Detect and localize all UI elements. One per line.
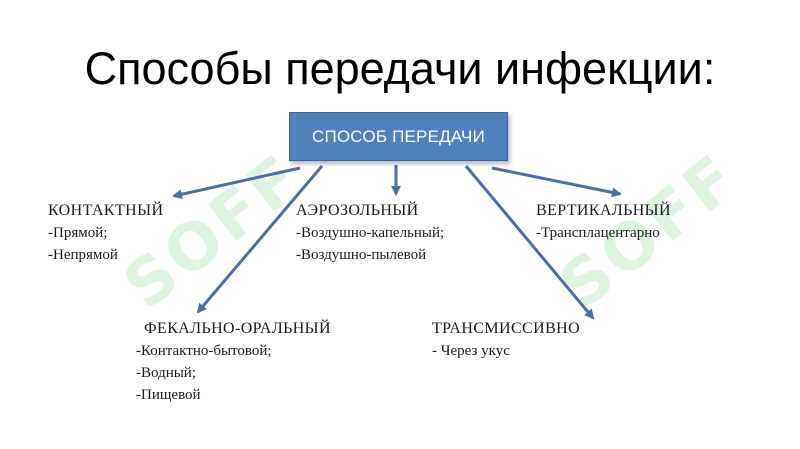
root-node-label: СПОСОБ ПЕРЕДАЧИ xyxy=(311,126,486,146)
branch-heading: ФЕКАЛЬНО-ОРАЛЬНЫЙ xyxy=(144,320,331,337)
branch-heading: ВЕРТИКАЛЬНЫЙ xyxy=(536,202,671,219)
branch-contact: КОНТАКТНЫЙ -Прямой; -Непрямой xyxy=(48,200,163,266)
branch-aerosol: АЭРОЗОЛЬНЫЙ -Воздушно-капельный; -Воздуш… xyxy=(296,200,444,266)
branch-item: -Воздушно-капельный; xyxy=(296,225,445,241)
branch-heading: КОНТАКТНЫЙ xyxy=(48,202,164,219)
branch-heading: ТРАНСМИССИВНО xyxy=(432,320,581,337)
branch-item: -Трансплацентарно xyxy=(536,225,660,241)
branch-vertical: ВЕРТИКАЛЬНЫЙ -Трансплацентарно xyxy=(536,200,671,244)
branch-item: -Воздушно-пылевой xyxy=(296,247,427,263)
branch-item: -Непрямой xyxy=(48,247,118,263)
branch-item: -Пищевой xyxy=(136,387,201,403)
page-title: Способы передачи инфекции: xyxy=(84,43,716,94)
arrow-to-vertical xyxy=(491,166,622,198)
branch-item: - Через укус xyxy=(432,343,510,359)
branch-item: -Контактно-бытовой; xyxy=(136,343,272,359)
branch-item: -Прямой; xyxy=(48,225,108,241)
branch-fecal-oral: ФЕКАЛЬНО-ОРАЛЬНЫЙ -Контактно-бытовой; -В… xyxy=(136,318,331,406)
root-node: СПОСОБ ПЕРЕДАЧИ xyxy=(289,112,508,161)
branch-transmissive: ТРАНСМИССИВНО - Через укус xyxy=(432,318,580,362)
branch-heading: АЭРОЗОЛЬНЫЙ xyxy=(296,202,419,219)
branch-item: -Водный; xyxy=(136,365,196,381)
